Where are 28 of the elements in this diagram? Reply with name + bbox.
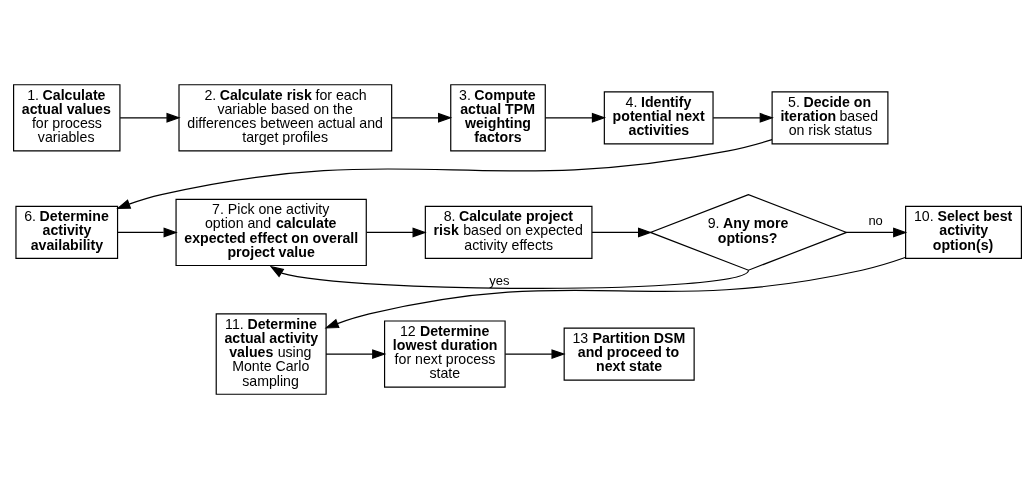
node-box: 4. Identify potential next activities — [603, 91, 714, 145]
arrow — [116, 139, 773, 209]
arrow — [504, 349, 566, 360]
node-box: 7. Pick one activity option and calculate expected effect on overall project value — [175, 198, 367, 267]
arrow — [117, 227, 178, 238]
node-box: 11. Determine actual activity values using Monte Carlo sampling — [215, 313, 327, 395]
edge-label: no — [868, 213, 883, 229]
edge-label: yes — [489, 272, 510, 288]
node-box: 8. Calculate project risk based on expected activity effects — [424, 205, 593, 259]
node-box: 13 Partition DSM and proceed to next state — [563, 327, 695, 381]
arrow — [544, 112, 607, 123]
node-box: 2. Calculate risk for each variable based on the differences between actual and target profiles — [178, 84, 393, 152]
node-box: 1. Calculate actual values for process variables — [13, 84, 121, 152]
arrow — [845, 227, 908, 238]
node-box: 3. Compute actual TPM weighting factors — [450, 84, 546, 152]
node-box: 10. Select best activity option(s) — [905, 205, 1022, 259]
node-box: 6. Determine activity availability — [15, 205, 119, 259]
arrow — [712, 112, 774, 123]
arrow — [269, 265, 750, 289]
node-box: 5. Decide on iteration based on risk status — [771, 91, 889, 145]
arrow — [391, 112, 453, 123]
arrow — [366, 227, 427, 238]
arrow — [325, 349, 387, 360]
node-diamond: 9. Any more options? — [648, 193, 849, 271]
arrow — [119, 112, 181, 123]
arrow — [324, 256, 906, 329]
node-box: 12 Determine lowest duration for next process state — [384, 320, 506, 388]
arrow — [591, 227, 653, 238]
